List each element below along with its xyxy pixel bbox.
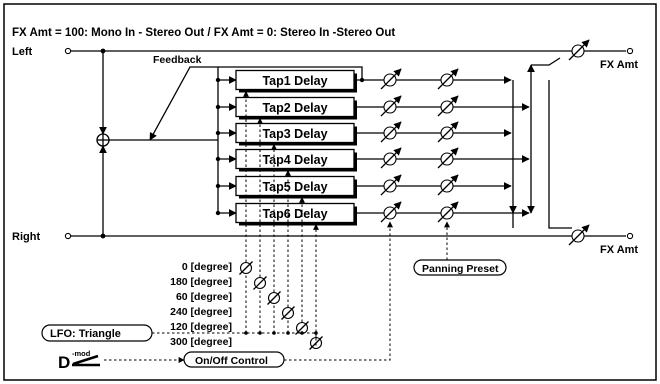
tap-bus-junction <box>215 104 221 110</box>
left-input-terminal <box>64 47 72 55</box>
lfo-phase-label: 180 [degree] <box>170 276 232 288</box>
tap-delay-label: Tap2 Delay <box>262 101 327 115</box>
tap-delay-label: Tap6 Delay <box>262 207 327 221</box>
tap-pan-knob-arrow <box>437 147 459 169</box>
lfo-phase-label: 120 [degree] <box>170 321 232 333</box>
lfo-phase-knob-slash <box>295 321 309 335</box>
tap-level-knob-arrow <box>380 174 402 196</box>
tap-pan-knob-arrow <box>437 174 459 196</box>
tap-bus-junction <box>215 156 221 162</box>
tap-pan-knob-arrow <box>437 121 459 143</box>
tap-delay-label: Tap5 Delay <box>262 180 327 194</box>
tap-pan-knob-arrow <box>437 95 459 117</box>
lfo-phase-knob-slash <box>253 276 267 290</box>
tap1-feedback-line <box>218 66 363 80</box>
fx-amt-left-knob-arrow <box>568 39 590 61</box>
lfo-phase-label: 300 [degree] <box>170 336 232 348</box>
tap-bus-junction <box>215 77 221 83</box>
lfo-bus-junction <box>258 331 262 335</box>
tap-bus-junction <box>215 130 221 136</box>
left-label: Left <box>12 46 33 58</box>
header-title: FX Amt = 100: Mono In - Stereo Out / FX … <box>12 27 395 39</box>
tap-delay-label: Tap4 Delay <box>262 153 327 167</box>
lfo-label: LFO: Triangle <box>50 328 121 340</box>
panning-preset-box <box>413 259 507 276</box>
right-input-terminal <box>64 232 72 240</box>
fx-amt-left-label: FX Amt <box>600 59 638 71</box>
lfo-bus-junction <box>244 331 248 335</box>
fx-amt-right-knob-arrow <box>568 224 590 246</box>
tap-bus-junction <box>215 210 221 216</box>
tap-delay-label: Tap3 Delay <box>262 127 327 141</box>
dmod-switch-icon <box>72 354 100 367</box>
lfo-phase-knob-slash <box>239 261 253 275</box>
mix-to-right-out <box>548 213 572 229</box>
lfo-phase-label: 240 [degree] <box>170 306 232 318</box>
lfo-phase-knob-slash <box>281 306 295 320</box>
right-label: Right <box>12 231 40 243</box>
tap-pan-knob-arrow <box>437 201 459 223</box>
onoff-to-level <box>284 221 393 361</box>
lfo-phase-label: 60 [degree] <box>176 291 232 303</box>
tap-delay-label: Tap1 Delay <box>262 74 327 88</box>
lfo-bus-junction <box>314 331 318 335</box>
lfo-phase-knob-slash <box>267 291 281 305</box>
dmod-letter: D <box>58 353 70 372</box>
lfo-phase-label: 0 [degree] <box>182 261 232 273</box>
feedback-label: Feedback <box>153 54 202 66</box>
tap-pan-knob-arrow <box>437 68 459 90</box>
outer-frame <box>3 3 657 381</box>
left-output-terminal <box>626 47 634 55</box>
right-output-terminal <box>626 232 634 240</box>
fx-amt-right-label: FX Amt <box>600 244 638 256</box>
tap-level-knob-arrow <box>380 147 402 169</box>
dmod-superscript: -mod <box>72 349 91 358</box>
onoff-control-label: On/Off Control <box>195 355 268 367</box>
tap-level-knob-arrow <box>380 201 402 223</box>
tap-level-knob-arrow <box>380 121 402 143</box>
panning-preset-label: Panning Preset <box>422 263 499 275</box>
feedback-path <box>149 66 218 141</box>
tap-level-knob-arrow <box>380 68 402 90</box>
tap-level-knob-arrow <box>380 95 402 117</box>
mix-to-left-out <box>531 57 561 66</box>
tap-bus-junction <box>215 183 221 189</box>
